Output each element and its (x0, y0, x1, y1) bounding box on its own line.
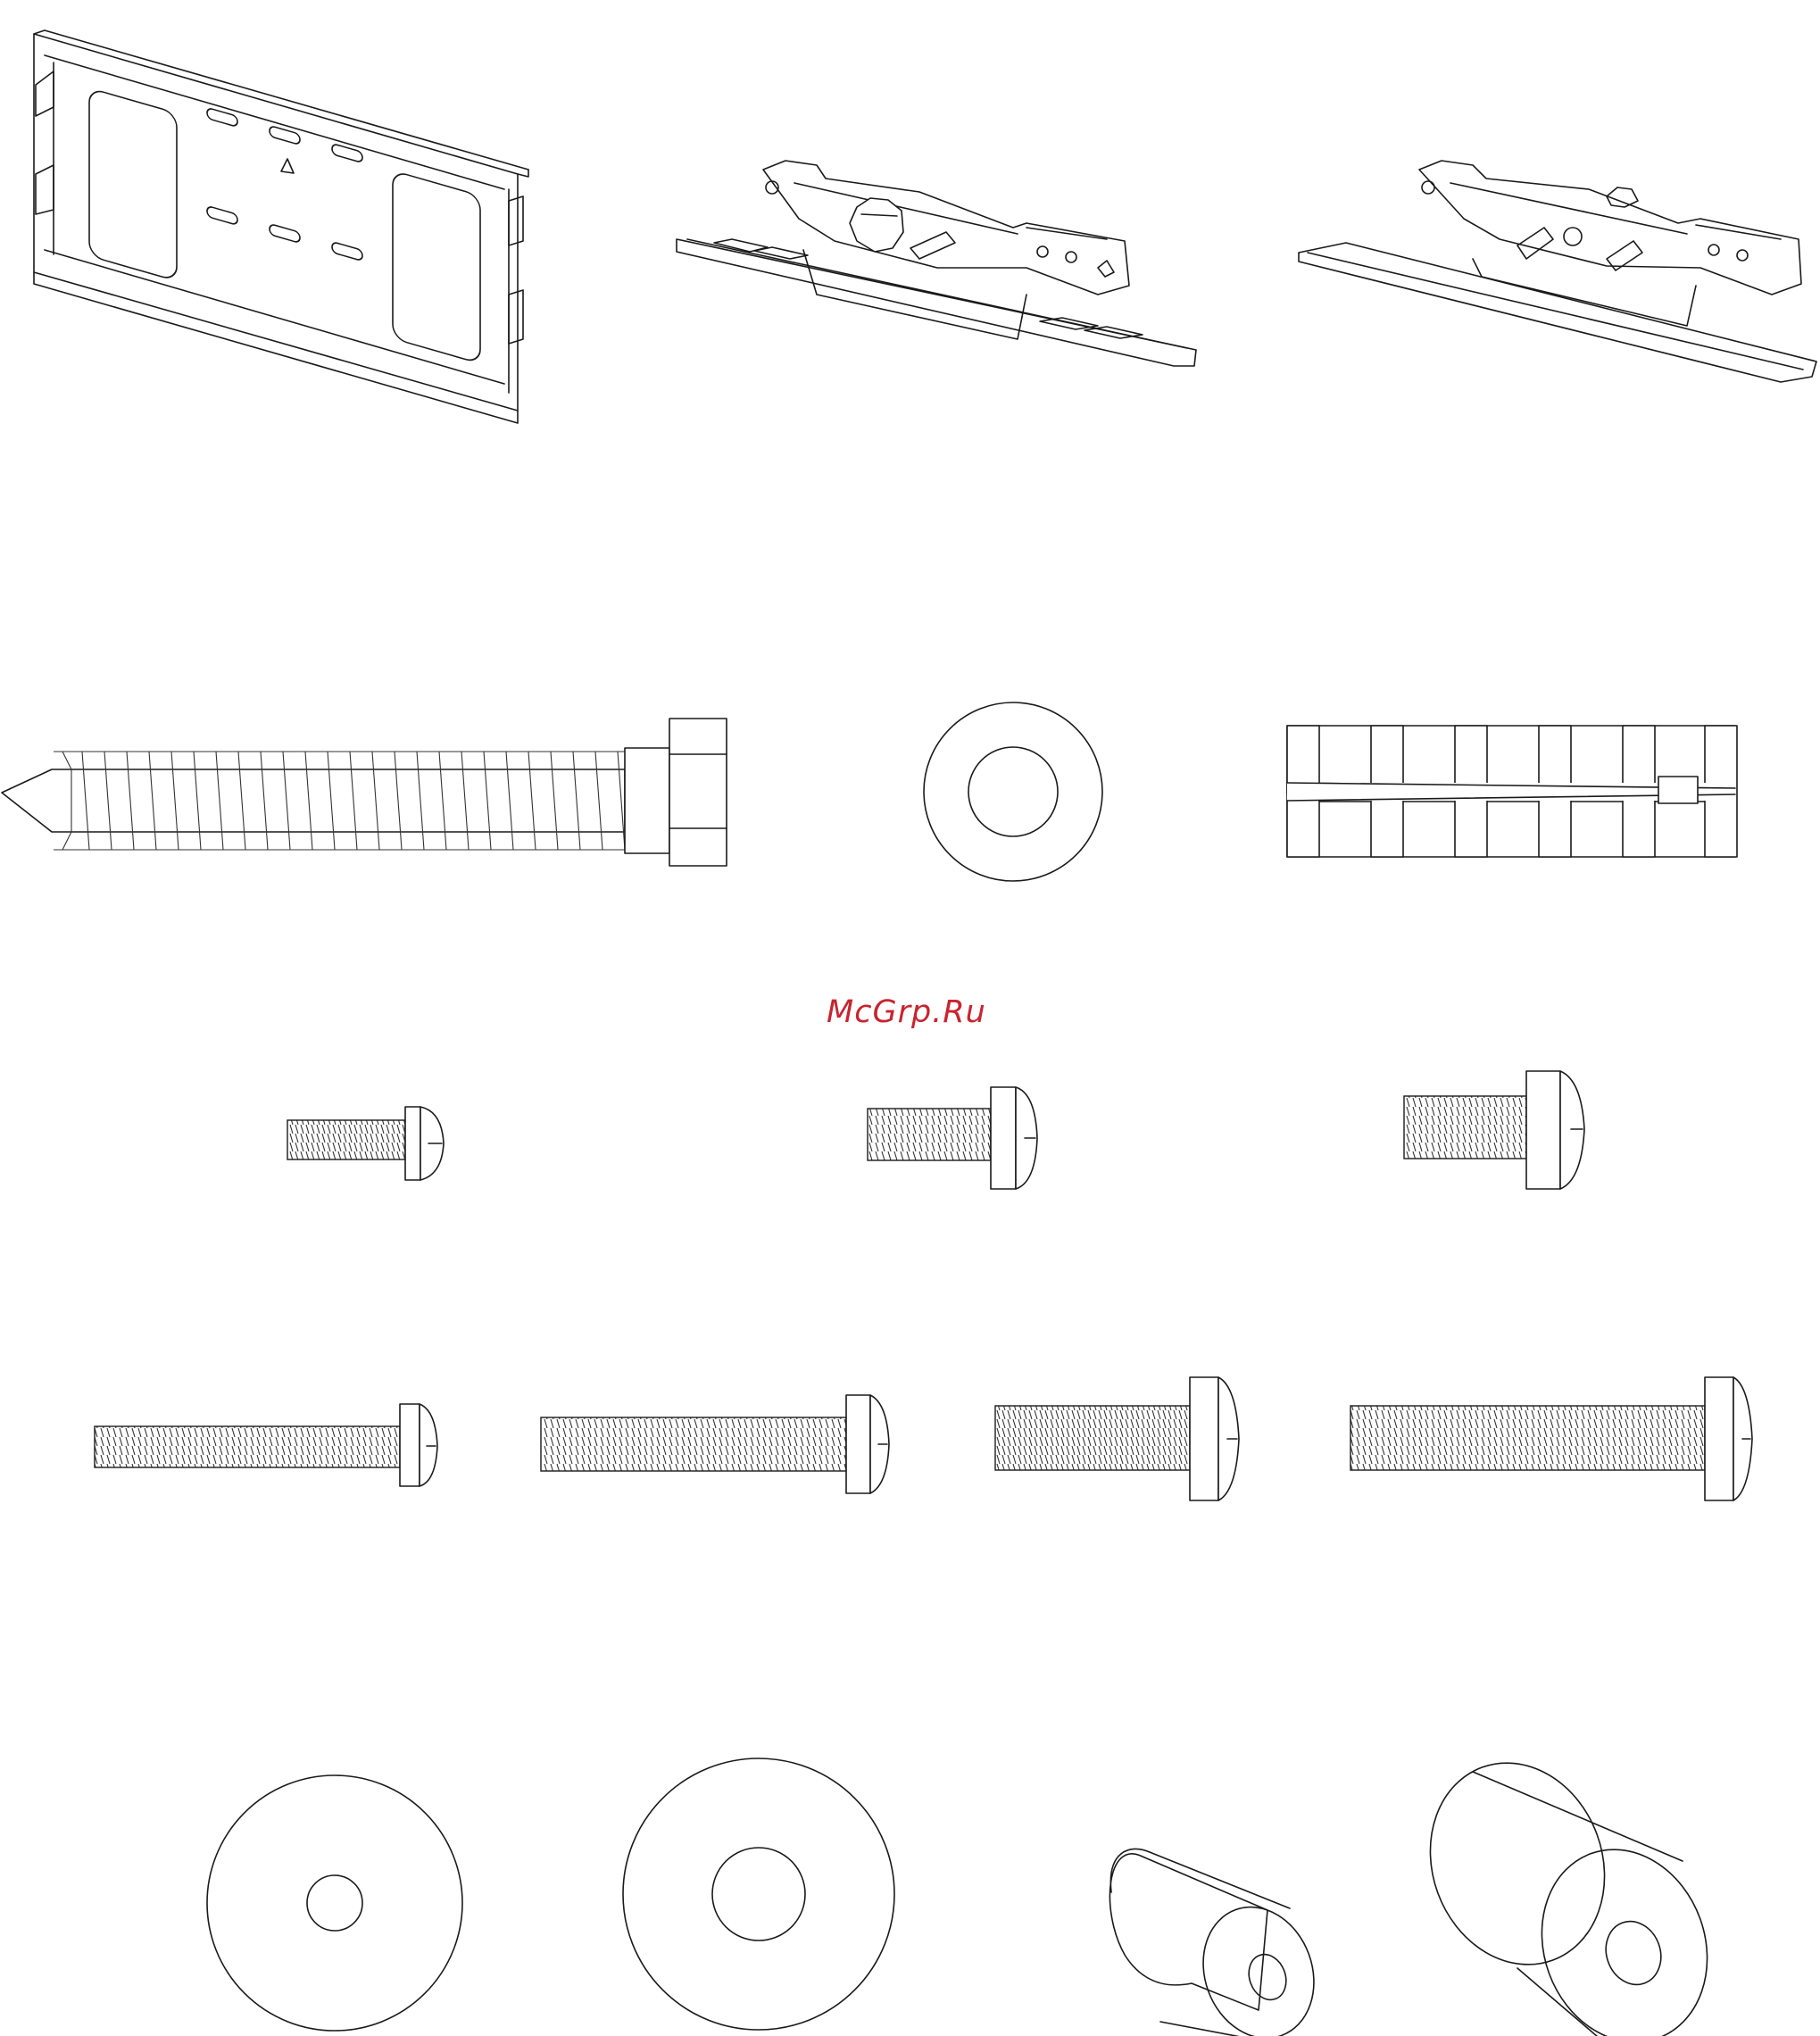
watermark: McGrp.Ru (827, 994, 1005, 1035)
wall-anchor-icon (1287, 726, 1737, 857)
wall-plate-icon (34, 30, 528, 423)
short-screw-large-icon (1404, 1071, 1584, 1189)
washer-large-hole-icon (623, 1758, 894, 2030)
tilt-bracket-flat-icon (1299, 161, 1816, 382)
long-screw-1-icon (95, 1404, 437, 1486)
short-screw-medium-icon (868, 1087, 1037, 1189)
spacer-short-icon (1109, 1849, 1332, 2036)
spacer-long-icon (1402, 1738, 1733, 2036)
long-screw-2-icon (541, 1395, 889, 1493)
washer-icon (924, 702, 1102, 881)
lag-bolt-icon (2, 719, 727, 866)
long-screw-3-icon (995, 1377, 1239, 1500)
short-screw-small-icon (287, 1107, 444, 1180)
washer-small-hole-icon (207, 1775, 462, 2031)
long-screw-4-icon (1350, 1377, 1752, 1500)
tilt-bracket-knob-icon (677, 161, 1196, 366)
